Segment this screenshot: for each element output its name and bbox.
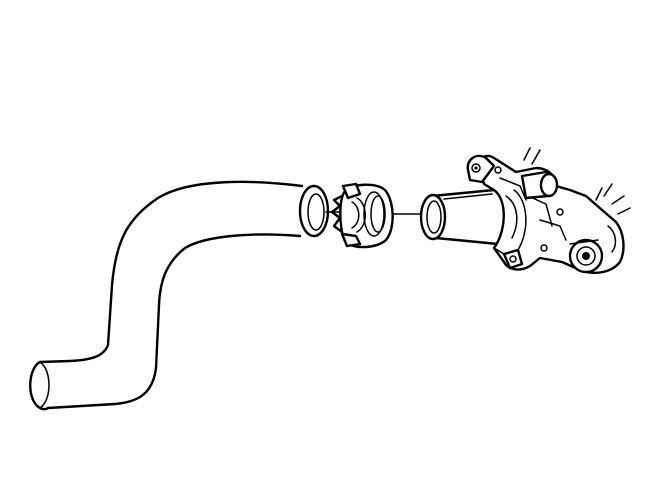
hose-clamp <box>330 182 394 249</box>
thermostat-housing <box>419 147 631 274</box>
coolant-hose <box>29 180 330 411</box>
